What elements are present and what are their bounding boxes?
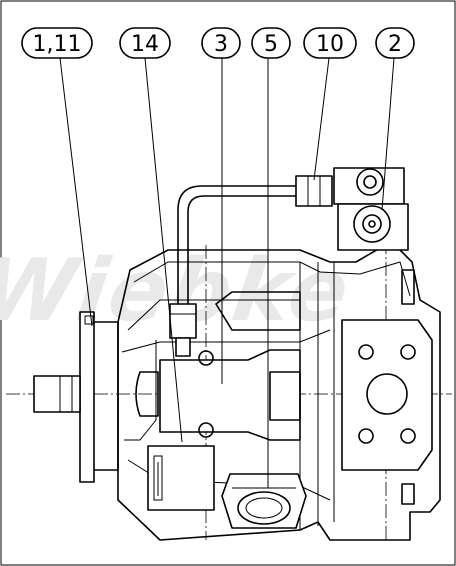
callout-label: 2 <box>388 32 402 57</box>
pump-housing <box>117 247 441 541</box>
callout-label: 5 <box>264 32 278 57</box>
callout-14: 14 <box>119 27 171 59</box>
adjusting-fitting <box>169 303 197 357</box>
callout-label: 14 <box>131 32 159 57</box>
callout-2: 2 <box>375 27 415 59</box>
nameplate <box>147 445 215 511</box>
callout-10: 10 <box>303 27 357 59</box>
callout-label: 3 <box>214 32 228 57</box>
control-pipe <box>177 185 297 305</box>
drive-shaft <box>33 375 81 413</box>
port-plate <box>341 269 433 505</box>
drain-port <box>221 473 307 529</box>
callout-1-11: 1,11 <box>21 27 93 59</box>
leader-lines <box>59 57 395 488</box>
controller-block <box>333 167 409 251</box>
pipe-fitting <box>295 175 333 207</box>
callout-label: 1,11 <box>33 32 82 57</box>
control-piston <box>135 291 301 441</box>
callout-5: 5 <box>251 27 291 59</box>
callout-3: 3 <box>201 27 241 59</box>
callout-label: 10 <box>316 32 344 57</box>
